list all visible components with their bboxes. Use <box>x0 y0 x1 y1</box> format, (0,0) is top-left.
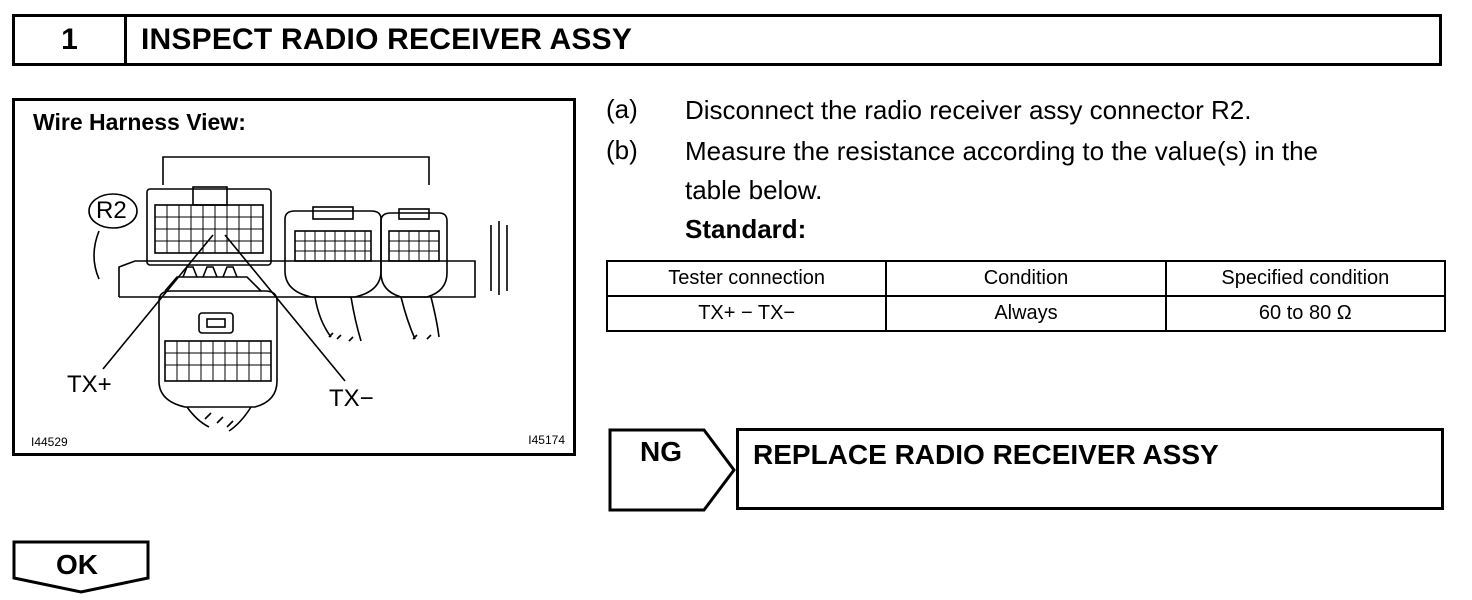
table-header-row: Tester connection Condition Specified co… <box>605 260 1447 297</box>
instruction-b-line1: Measure the resistance according to the … <box>685 136 1319 166</box>
table-header: Tester connection <box>605 260 888 297</box>
ok-arrow-tag <box>12 540 150 594</box>
table-header: Specified condition <box>1164 260 1447 297</box>
table-cell: TX+ − TX− <box>605 295 888 332</box>
pin-label-tx-plus: TX+ <box>67 371 112 398</box>
step-number: 1 <box>15 17 127 63</box>
ng-action-text: REPLACE RADIO RECEIVER ASSY <box>753 439 1219 470</box>
ng-label: NG <box>640 436 682 467</box>
step-header: 1 INSPECT RADIO RECEIVER ASSY <box>12 14 1442 66</box>
figure-code-left: I44529 <box>31 435 68 449</box>
wire-harness-figure: Wire Harness View: <box>12 98 576 456</box>
figure-code-right: I45174 <box>528 433 565 447</box>
pin-label-tx-minus: TX− <box>329 385 374 412</box>
table-row: TX+ − TX− Always 60 to 80 Ω <box>605 295 1447 332</box>
ok-label: OK <box>56 549 98 580</box>
step-title: INSPECT RADIO RECEIVER ASSY <box>141 23 633 56</box>
instruction-b-letter: (b) <box>606 135 638 165</box>
instruction-a-letter: (a) <box>606 94 638 124</box>
figure-title: Wire Harness View: <box>33 109 246 135</box>
instruction-b-line2: table below. <box>685 175 823 205</box>
table-cell: Always <box>885 295 1167 332</box>
table-header: Condition <box>885 260 1167 297</box>
ng-action-box: REPLACE RADIO RECEIVER ASSY <box>736 428 1444 510</box>
standard-label: Standard: <box>685 214 807 244</box>
instruction-a-text: Disconnect the radio receiver assy conne… <box>685 95 1252 125</box>
ng-arrow-tag <box>608 428 736 512</box>
specification-table: Tester connection Condition Specified co… <box>605 260 1447 332</box>
table-cell: 60 to 80 Ω <box>1164 295 1447 332</box>
connector-label-r2: R2 <box>96 197 127 224</box>
connector-diagram <box>88 156 508 432</box>
